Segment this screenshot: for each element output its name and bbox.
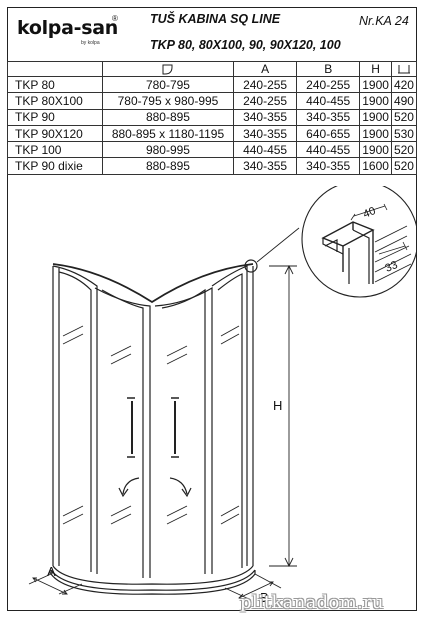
cell-h: 1900 bbox=[359, 124, 392, 143]
cell-depth: 530 bbox=[390, 124, 418, 143]
cell-model: TKP 80X100 bbox=[7, 92, 103, 110]
cell-depth: 490 bbox=[390, 92, 418, 110]
col-header-model bbox=[7, 61, 103, 77]
cell-b: 640-655 bbox=[296, 124, 361, 143]
left-fixed-panel bbox=[52, 265, 98, 574]
cell-size: 880-895 bbox=[101, 108, 235, 126]
registered-mark: ® bbox=[112, 14, 118, 23]
cell-a: 340-355 bbox=[233, 108, 298, 126]
cell-model: TKP 90 bbox=[7, 108, 103, 126]
door-opening-arrows bbox=[118, 477, 192, 498]
detail-marker-circle bbox=[244, 259, 258, 273]
cell-b: 440-455 bbox=[296, 92, 361, 110]
col-header-b: B bbox=[296, 61, 361, 77]
cell-a: 340-355 bbox=[233, 157, 298, 175]
cell-size: 780-795 x 980-995 bbox=[101, 92, 235, 110]
cell-a: 240-255 bbox=[233, 92, 298, 110]
col-header-h: H bbox=[359, 61, 392, 77]
cell-model: TKP 100 bbox=[7, 141, 103, 159]
cell-size: 880-895 x 1180-1195 bbox=[101, 124, 235, 143]
cell-b: 340-355 bbox=[296, 108, 361, 126]
brand-tagline: by kolpa bbox=[81, 40, 100, 46]
detail-depth-label: 33 bbox=[384, 259, 400, 275]
cell-size: 980-995 bbox=[101, 141, 235, 159]
cell-a: 240-255 bbox=[233, 75, 298, 94]
door-handles bbox=[127, 397, 179, 458]
col-header-depth bbox=[390, 61, 418, 77]
cell-b: 240-255 bbox=[296, 75, 361, 94]
table-header-row: A B H bbox=[7, 61, 418, 77]
col-header-size bbox=[101, 61, 235, 77]
cell-depth: 520 bbox=[390, 157, 418, 175]
cell-model: TKP 80 bbox=[7, 75, 103, 94]
shower-tray bbox=[50, 565, 256, 595]
glass-reflections bbox=[62, 325, 240, 525]
cell-h: 1900 bbox=[359, 92, 392, 110]
detail-width-label: 40 bbox=[362, 205, 378, 221]
shower-cabin-drawing: H A B 40 33 bbox=[28, 186, 417, 605]
cell-size: 880-895 bbox=[101, 157, 235, 175]
cell-h: 1900 bbox=[359, 108, 392, 126]
dimension-b-label: B bbox=[260, 590, 269, 605]
cell-depth: 520 bbox=[390, 141, 418, 159]
cell-model: TKP 90 dixie bbox=[7, 157, 103, 175]
model-list: TKP 80, 80X100, 90, 90X120, 100 bbox=[150, 38, 341, 52]
dimension-b-line bbox=[224, 573, 282, 601]
cell-h: 1900 bbox=[359, 141, 392, 159]
tray-depth-icon bbox=[397, 65, 410, 74]
top-rail bbox=[52, 263, 254, 304]
cell-a: 440-455 bbox=[233, 141, 298, 159]
detail-leader-line bbox=[256, 227, 300, 263]
drawing-sheet-border bbox=[7, 7, 417, 611]
sliding-doors bbox=[94, 286, 213, 578]
header: kolpa-san ® by kolpa TUŠ KABINA SQ LINE … bbox=[7, 7, 417, 61]
cell-b: 340-355 bbox=[296, 157, 361, 175]
tray-outline-icon bbox=[162, 64, 173, 75]
cell-a: 340-355 bbox=[233, 124, 298, 143]
product-title: TUŠ KABINA SQ LINE bbox=[150, 12, 281, 26]
dimension-h-line bbox=[269, 264, 297, 568]
cell-size: 780-795 bbox=[101, 75, 235, 94]
profile-detail bbox=[301, 186, 417, 298]
watermark: plitkanadom.ru bbox=[240, 592, 384, 613]
cell-depth: 520 bbox=[390, 108, 418, 126]
dimension-a-line bbox=[28, 573, 83, 595]
right-fixed-panel bbox=[211, 265, 254, 568]
cell-depth: 420 bbox=[390, 75, 418, 94]
cell-model: TKP 90X120 bbox=[7, 124, 103, 143]
brand-logo: kolpa-san bbox=[17, 17, 118, 39]
dimension-a-label: A bbox=[47, 564, 56, 579]
cell-b: 440-455 bbox=[296, 141, 361, 159]
cell-h: 1600 bbox=[359, 157, 392, 175]
cell-h: 1900 bbox=[359, 75, 392, 94]
document-number: Nr.KA 24 bbox=[359, 14, 409, 28]
dimension-h-label: H bbox=[273, 398, 282, 413]
col-header-a: A bbox=[233, 61, 298, 77]
